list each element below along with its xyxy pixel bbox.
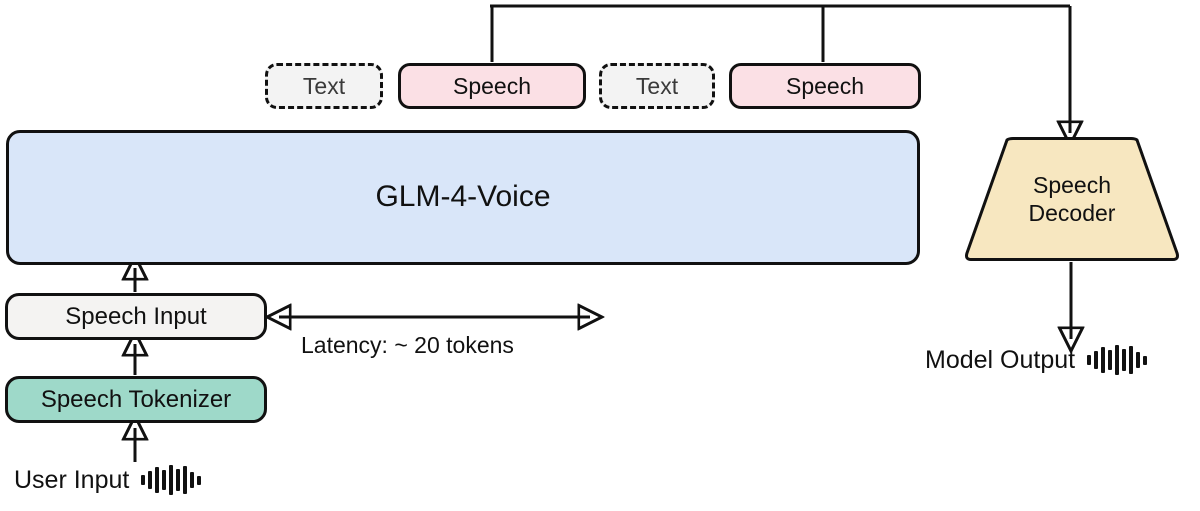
token-label: Text (302, 72, 346, 99)
latency-label: Latency: ~ 20 tokens (301, 332, 514, 358)
speech-input-label: Speech Input (65, 302, 207, 330)
waveform-icon (141, 465, 202, 495)
decoder-label-line1: Speech (1032, 171, 1111, 198)
token-box-text-1[interactable]: Text (265, 63, 383, 109)
token-label: Speech (452, 72, 531, 99)
token-box-text-2[interactable]: Text (599, 63, 715, 109)
model-box-glm-4-voice[interactable]: GLM-4-Voice (6, 130, 920, 265)
token-label: Text (635, 72, 679, 99)
model-output-text: Model Output (925, 345, 1076, 374)
box-speech-tokenizer[interactable]: Speech Tokenizer (5, 376, 267, 423)
user-input-label: User Input (14, 465, 202, 495)
speech-tokenizer-label: Speech Tokenizer (40, 385, 232, 413)
box-speech-input[interactable]: Speech Input (5, 293, 267, 340)
decoder-trapezoid-shape (965, 137, 1179, 261)
waveform-icon (1087, 345, 1148, 375)
user-input-text: User Input (14, 465, 130, 494)
speech-decoder-node[interactable]: Speech Decoder (962, 136, 1182, 262)
model-label: GLM-4-Voice (375, 180, 551, 214)
decoder-label-block: Speech Decoder (962, 136, 1182, 262)
token-box-speech-2[interactable]: Speech (729, 63, 921, 109)
model-output-label: Model Output (925, 345, 1148, 375)
token-label: Speech (785, 72, 864, 99)
decoder-label-line2: Decoder (1028, 200, 1116, 226)
token-box-speech-1[interactable]: Speech (398, 63, 586, 109)
